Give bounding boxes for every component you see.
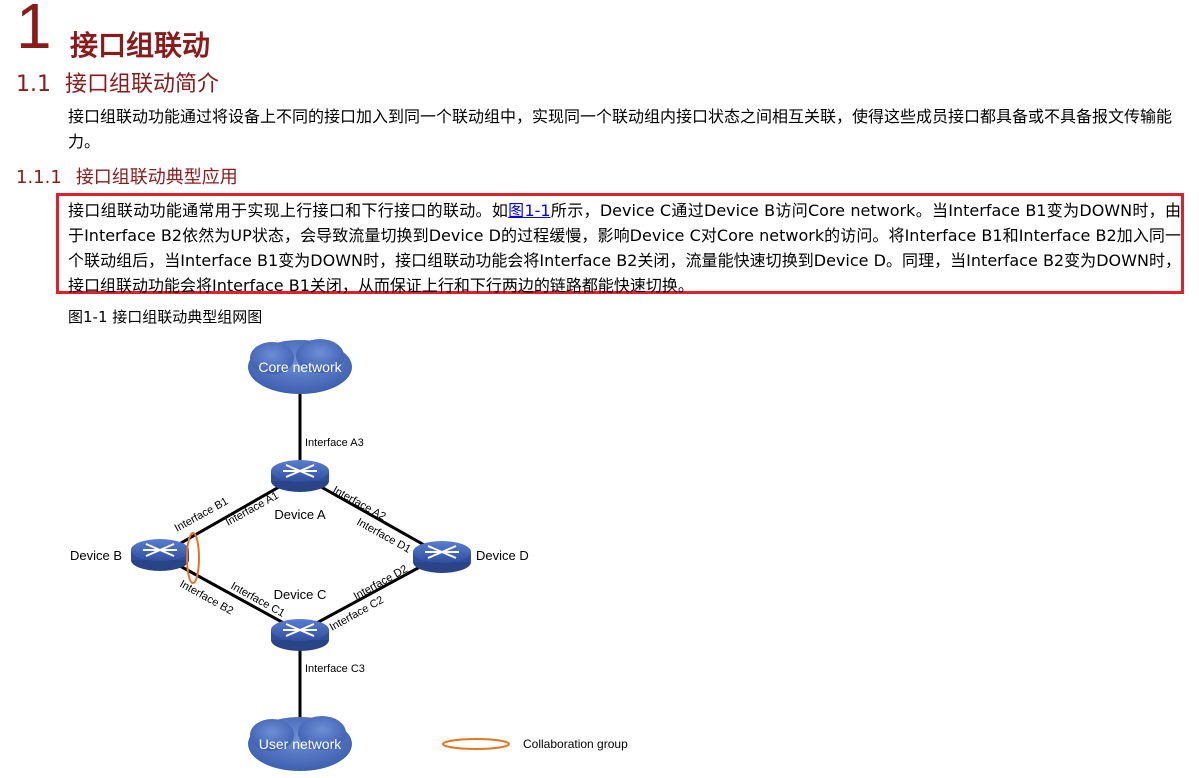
device-a-icon xyxy=(271,460,329,492)
figure-link[interactable]: 图1-1 xyxy=(508,201,551,220)
device-c-label: Device C xyxy=(274,587,327,602)
paragraph-text-end: 所示，Device C通过Device B访问Core network。当Int… xyxy=(68,201,1181,295)
core-network-cloud: Core network xyxy=(248,339,352,394)
device-b-label: Device B xyxy=(70,548,122,563)
legend-label: Collaboration group xyxy=(523,737,628,751)
section-title: 接口组联动简介 xyxy=(65,72,220,97)
collaboration-group-ellipse xyxy=(186,532,200,584)
intro-paragraph: 接口组联动功能通过将设备上不同的接口加入到同一个联动组中，实现同一个联动组内接口… xyxy=(68,107,1173,151)
user-network-cloud: User network xyxy=(248,716,352,771)
link-a-b xyxy=(159,473,301,557)
interface-c3-label: Interface C3 xyxy=(305,663,365,675)
device-a-label: Device A xyxy=(274,507,326,522)
link-a-d xyxy=(299,473,443,557)
legend-ellipse-icon xyxy=(442,738,510,750)
links xyxy=(159,392,443,718)
chapter-title: 接口组联动 xyxy=(70,29,211,62)
application-paragraph: 接口组联动功能通常用于实现上行接口和下行接口的联动。如图1-1所示，Device… xyxy=(68,198,1181,298)
chapter-number: 1 xyxy=(16,0,52,62)
subsection-number: 1.1.1 xyxy=(16,167,62,188)
section-number: 1.1 xyxy=(16,72,51,97)
network-diagram: Core network User network Device A Devic… xyxy=(70,339,628,771)
user-network-label: User network xyxy=(259,736,342,752)
highlight-box xyxy=(56,193,1184,294)
core-network-label: Core network xyxy=(258,359,342,375)
device-b-icon xyxy=(131,539,189,571)
link-b-c xyxy=(159,553,301,634)
interface-b1-label: Interface B1 xyxy=(173,495,231,534)
figure-caption: 图1-1 接口组联动典型组网图 xyxy=(68,308,263,326)
paragraph-text-start: 接口组联动功能通常用于实现上行接口和下行接口的联动。如 xyxy=(68,201,509,220)
interface-a3-label: Interface A3 xyxy=(305,437,364,449)
interface-b2-label: Interface B2 xyxy=(178,578,236,617)
section-heading: 1.1 接口组联动简介 xyxy=(16,66,219,98)
device-d-icon xyxy=(413,541,471,573)
interface-a1-label: Interface A1 xyxy=(224,490,281,529)
subsection-title: 接口组联动典型应用 xyxy=(75,167,238,188)
device-d-label: Device D xyxy=(476,548,529,563)
subsection-heading: 1.1.1 接口组联动典型应用 xyxy=(16,163,238,189)
device-c-icon xyxy=(271,619,329,651)
